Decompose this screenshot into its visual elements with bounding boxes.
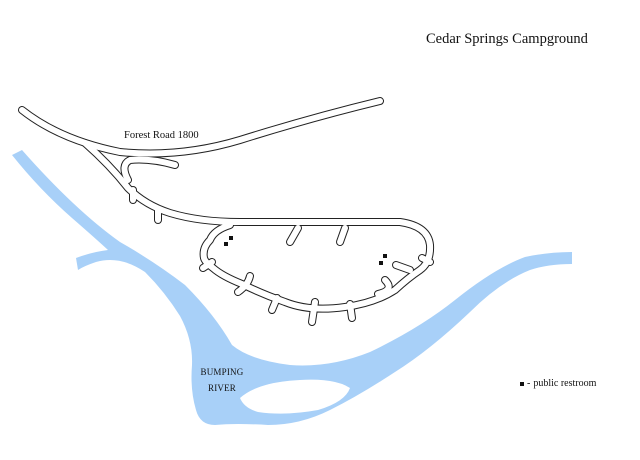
legend: - public restroom [520,378,596,389]
river-label-line2: RIVER [208,383,236,393]
river-label-line1: BUMPING [200,367,244,377]
restroom-legend-icon [520,381,524,386]
restroom-icon [224,242,228,246]
road-network [18,97,435,326]
river-island [240,379,350,414]
restroom-markers [224,236,387,265]
river-main-channel [12,150,572,425]
bumping-river [12,150,572,425]
restroom-icon [383,254,387,258]
legend-dash: - [527,378,531,389]
restroom-icon [379,261,383,265]
legend-restroom-label: public restroom [533,378,597,389]
river-label: BUMPING RIVER [196,364,248,396]
road-label: Forest Road 1800 [124,130,199,141]
restroom-icon [229,236,233,240]
map-title: Cedar Springs Campground [426,31,588,47]
